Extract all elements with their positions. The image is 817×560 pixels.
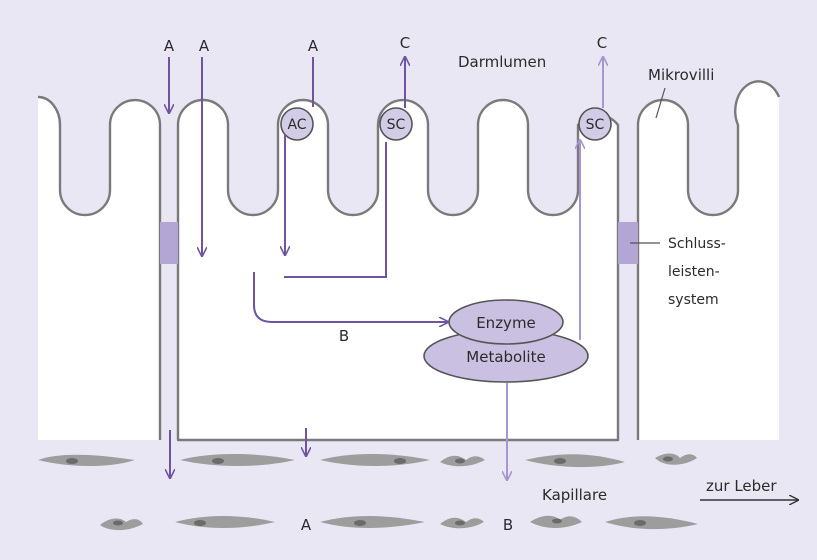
right-cell [638, 81, 779, 440]
label-darmlumen: Darmlumen [458, 53, 546, 71]
svg-text:AC: AC [287, 117, 306, 133]
label-schluss-1: Schluss- [668, 236, 726, 252]
label-b-bottom: B [503, 516, 513, 534]
label-a-1: A [164, 37, 175, 55]
label-c-1: C [400, 34, 410, 52]
svg-text:SC: SC [387, 117, 406, 133]
label-mikrovilli: Mikrovilli [648, 66, 714, 84]
svg-text:Enzyme: Enzyme [476, 314, 536, 332]
enzyme-ellipse: Enzyme [449, 300, 563, 344]
label-a-bottom: A [301, 516, 312, 534]
label-c-2: C [597, 34, 607, 52]
left-cell [38, 97, 160, 440]
label-schluss-2: leisten- [668, 264, 720, 280]
middle-cell [178, 100, 618, 440]
svg-text:Metabolite: Metabolite [466, 348, 545, 366]
svg-text:SC: SC [586, 117, 605, 133]
label-a-3: A [308, 37, 319, 55]
label-b-1: B [339, 327, 349, 345]
tight-junction-left [160, 222, 178, 264]
label-kapillare: Kapillare [542, 486, 607, 504]
label-schluss-3: system [668, 292, 719, 308]
carrier-sc-1: SC [380, 108, 412, 140]
label-zur-leber: zur Leber [706, 477, 777, 495]
label-a-2: A [199, 37, 210, 55]
carrier-sc-2: SC [579, 108, 611, 140]
